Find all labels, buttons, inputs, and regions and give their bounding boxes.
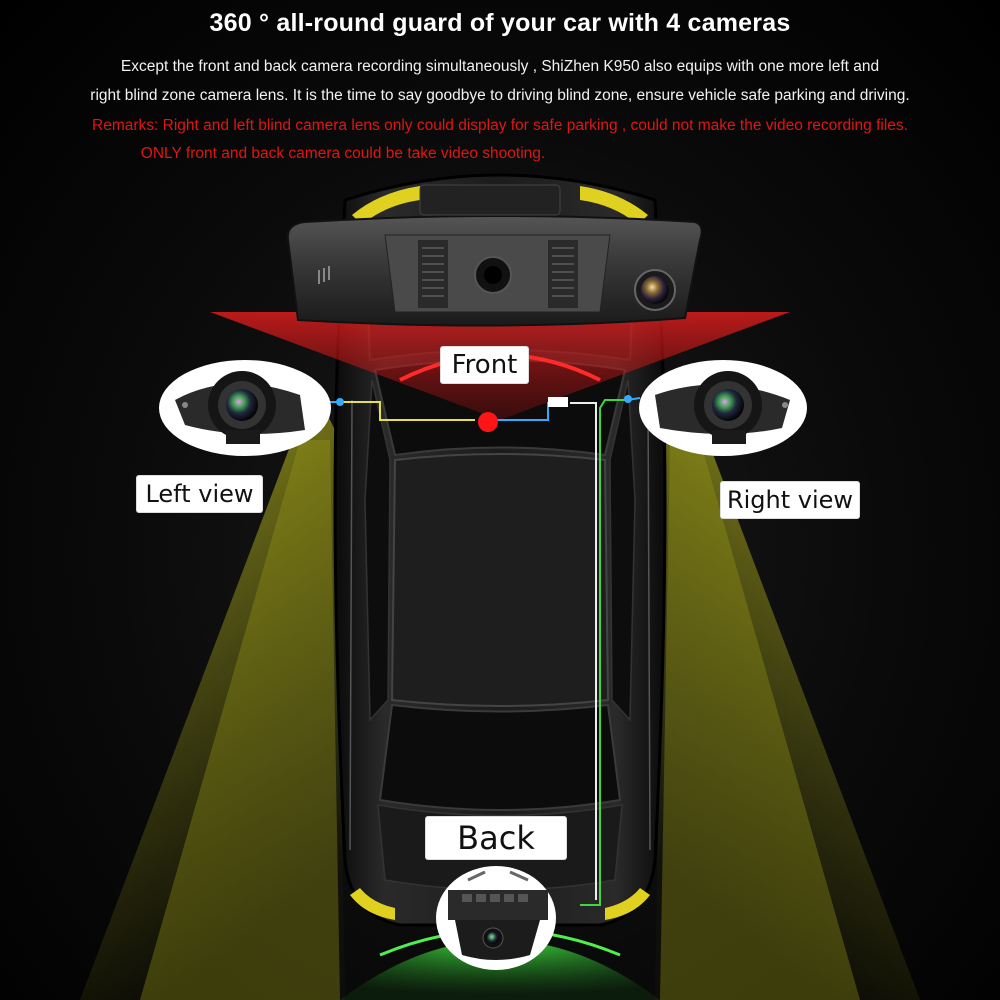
remark-line-2: ONLY front and back camera could be take… <box>140 145 546 162</box>
right-camera-icon <box>639 360 807 456</box>
dashcam-mirror-icon <box>286 184 703 327</box>
back-label: Back <box>426 817 566 859</box>
page-title: 360 ° all-round guard of your car with 4… <box>209 9 791 37</box>
hub-connector-dot <box>478 412 498 432</box>
front-label: Front <box>441 347 528 383</box>
right-view-zone <box>655 410 920 1000</box>
left-view-zone <box>80 410 345 1000</box>
left-view-label: Left view <box>137 476 262 512</box>
rear-camera-icon <box>436 866 556 970</box>
description-line-2: right blind zone camera lens. It is the … <box>90 87 910 104</box>
remark-line-1: Remarks: Right and left blind camera len… <box>92 117 908 134</box>
left-camera-icon <box>159 360 331 456</box>
description-line-1: Except the front and back camera recordi… <box>120 58 880 75</box>
rear-view-zone <box>340 940 660 1000</box>
right-view-label: Right view <box>721 482 859 518</box>
